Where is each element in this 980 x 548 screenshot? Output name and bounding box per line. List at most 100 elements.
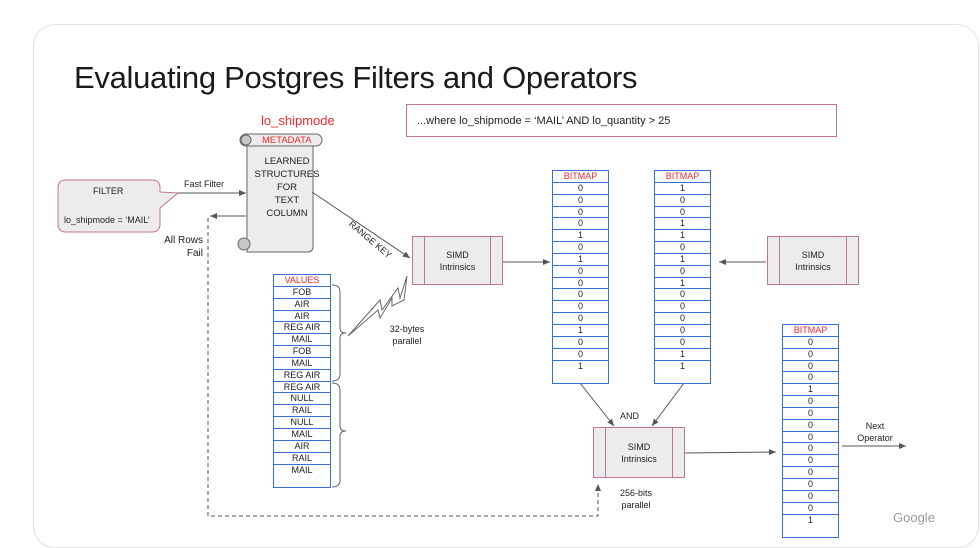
- simd-box-quantity: SIMD Intrinsics: [767, 236, 859, 285]
- lightning-bolt-icon: [347, 275, 408, 337]
- metadata-line: TEXT: [274, 195, 300, 206]
- filter-callout-shape: [57, 179, 180, 233]
- table-cell: 0: [655, 325, 710, 337]
- table-cell: 0: [553, 207, 608, 219]
- simd-label: SIMD Intrinsics: [413, 249, 502, 273]
- simd-bar: [846, 237, 847, 284]
- simd-bar: [779, 237, 780, 284]
- values-brace-2: [331, 382, 347, 488]
- all-rows-fail-line: Fail: [186, 248, 203, 259]
- table-cell: AIR: [274, 441, 330, 453]
- dashed-feedback-line: [207, 218, 601, 517]
- table-cell: 0: [553, 218, 608, 231]
- table-cell: AIR: [274, 299, 330, 311]
- google-logo: Google: [893, 510, 935, 525]
- simd-line: SIMD: [627, 441, 651, 452]
- simd-box-range-key: SIMD Intrinsics: [412, 236, 503, 285]
- where-clause-text: ...where lo_shipmode = ‘MAIL’ AND lo_qua…: [417, 115, 671, 127]
- table-cell: 0: [655, 207, 710, 219]
- table-cell: 1: [655, 278, 710, 290]
- table-cell: 1: [655, 254, 710, 266]
- table-header: BITMAP: [553, 171, 608, 183]
- table-cell: 1: [553, 254, 608, 266]
- table-cell: 0: [553, 183, 608, 195]
- table-cell: 0: [655, 289, 710, 302]
- metadata-line: LEARNED: [264, 156, 310, 167]
- table-cell: 1: [553, 325, 608, 337]
- table-header: VALUES: [274, 275, 330, 287]
- table-header: BITMAP: [655, 171, 710, 183]
- table-cell: 0: [783, 372, 838, 385]
- table-cell: 0: [553, 242, 608, 254]
- metadata-scroll-shape: [237, 133, 323, 253]
- table-cell: REG AIR: [274, 322, 330, 335]
- table-cell: 0: [553, 289, 608, 302]
- table-cell: 0: [783, 349, 838, 361]
- table-cell: NULL: [274, 417, 330, 429]
- table-cell: REG AIR: [274, 382, 330, 394]
- table-cell: 0: [553, 313, 608, 325]
- table-cell: 1: [679, 360, 685, 371]
- fast-filter-label: Fast Filter: [184, 179, 225, 189]
- simd-line: Intrinsics: [439, 261, 476, 272]
- table-cell: 0: [783, 432, 838, 444]
- table-cell: 1: [655, 230, 710, 243]
- table-cell: 1: [783, 384, 838, 397]
- table-cell: 1: [577, 360, 583, 371]
- next-operator-line: Operator: [857, 433, 893, 443]
- table-cell: 1: [655, 183, 710, 195]
- bitmap2-to-simd3-arrow: [651, 382, 685, 427]
- table-cell: 0: [553, 195, 608, 207]
- table-cell: 0: [655, 242, 710, 254]
- range-key-arrow: [311, 191, 411, 259]
- table-cell: 1: [655, 349, 710, 361]
- table-cell: 0: [783, 491, 838, 503]
- table-cell: 0: [783, 361, 838, 373]
- table-cell: MAIL: [274, 429, 330, 441]
- table-cell: 0: [783, 503, 838, 515]
- table-cell: 0: [655, 195, 710, 207]
- table-cell: AIR: [274, 311, 330, 323]
- metadata-label: METADATA: [262, 135, 312, 146]
- table-cell: 0: [783, 467, 838, 479]
- simd-label: SIMD Intrinsics: [594, 441, 684, 465]
- metadata-description: LEARNED STRUCTURES FOR TEXT COLUMN: [252, 155, 322, 220]
- table-cell: 0: [553, 301, 608, 314]
- simd-line: SIMD: [801, 249, 825, 260]
- table-cell: RAIL: [274, 405, 330, 418]
- slide-title: Evaluating Postgres Filters and Operator…: [74, 60, 638, 95]
- simd-bar: [605, 428, 606, 477]
- table-cell: 0: [783, 455, 838, 468]
- table-cell: 0: [655, 313, 710, 325]
- filter-label: FILTER: [93, 186, 124, 196]
- simd-bar: [424, 237, 425, 284]
- next-operator-line: Next: [865, 421, 885, 431]
- table-cell: 0: [783, 443, 838, 456]
- simd-label: SIMD Intrinsics: [768, 249, 858, 273]
- table-cell: REG AIR: [274, 370, 330, 382]
- table-cell: 0: [783, 408, 838, 420]
- table-cell: 0: [655, 266, 710, 278]
- simd-line: Intrinsics: [621, 453, 657, 464]
- table-header: BITMAP: [783, 325, 838, 337]
- table-cell: MAIL: [274, 358, 330, 370]
- table-cell: 1: [655, 218, 710, 231]
- table-cell: FOB: [274, 287, 330, 299]
- simd-line: SIMD: [446, 249, 469, 260]
- bitmap1-to-simd3-arrow: [579, 382, 615, 427]
- table-cell: 0: [783, 396, 838, 408]
- values-brace-1: [331, 284, 347, 382]
- simd3-to-result-arrow: [684, 449, 777, 456]
- table-cell: 0: [553, 349, 608, 361]
- table-cell: MAIL: [274, 334, 330, 347]
- simd-bar: [672, 428, 673, 477]
- table-cell: 0: [655, 301, 710, 314]
- all-rows-fail-label: All Rows Fail: [163, 234, 203, 260]
- table-cell: 0: [783, 479, 838, 491]
- simd-box-and: SIMD Intrinsics: [593, 427, 685, 478]
- table-cell: NULL: [274, 393, 330, 406]
- all-rows-fail-line: All Rows: [164, 235, 203, 246]
- bits-parallel-line: parallel: [621, 500, 651, 510]
- table-cell: 0: [553, 266, 608, 278]
